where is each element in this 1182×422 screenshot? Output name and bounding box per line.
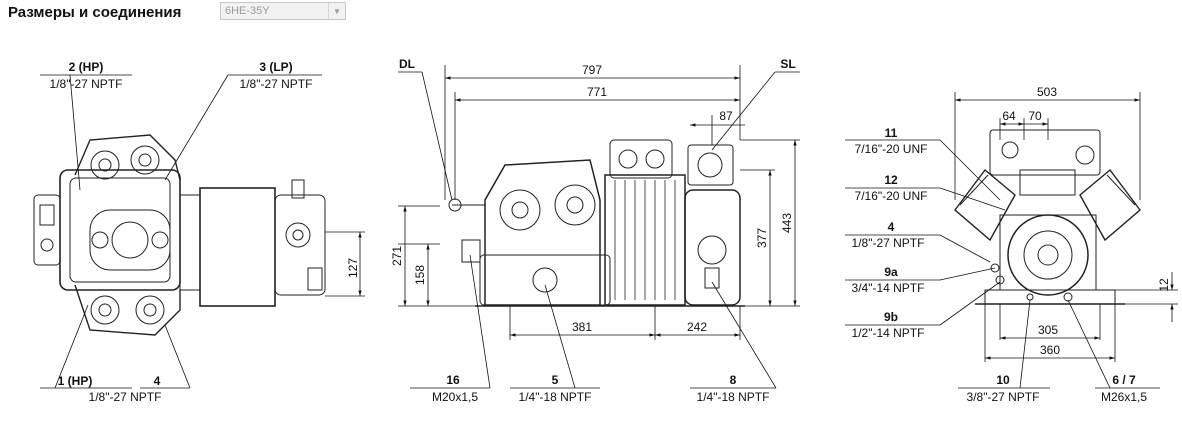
end-view [954,129,1141,305]
dim-377-label: 377 [755,228,769,248]
dim-443-label: 443 [780,213,794,233]
end-spec-12: 7/16"-20 UNF [855,189,928,203]
end-label-4: 4 [888,220,895,234]
side-dims [398,65,800,340]
side-spec-8: 1/4"-18 NPTF [697,390,770,404]
top-view [33,134,326,336]
top-spec-4: 1/8"-27 NPTF [89,390,162,404]
end-leaders [845,139,1160,389]
end-label-6-7: 6 / 7 [1112,373,1136,387]
top-label-1hp: 1 (HP) [58,374,93,388]
dim-12-label: 12 [1157,278,1171,292]
dim-305-label: 305 [1038,323,1058,337]
dim-158-label: 158 [413,265,427,285]
end-label-12: 12 [884,173,898,187]
model-select[interactable]: 6HE-35Y ▼ [220,2,346,20]
side-leaders [398,71,800,389]
dim-797-label: 797 [582,63,602,77]
top-spec-3lp: 1/8"-27 NPTF [240,77,313,91]
dim-360-label: 360 [1040,343,1060,357]
dim-127-label: 127 [346,258,360,278]
side-label-5: 5 [552,373,559,387]
dim-271-label: 271 [390,246,404,266]
side-label-8: 8 [730,373,737,387]
end-label-9b: 9b [884,310,898,324]
top-label-2hp: 2 (HP) [69,60,104,74]
top-spec-2hp: 1/8"-27 NPTF [50,77,123,91]
top-dim-127 [325,231,365,297]
end-spec-4: 1/8"-27 NPTF [852,236,925,250]
dim-771-label: 771 [587,85,607,99]
end-dims [954,92,1178,362]
side-spec-16: M20x1,5 [432,390,478,404]
side-label-16: 16 [446,373,460,387]
dim-381-label: 381 [572,320,592,334]
page-title: Размеры и соединения [8,3,182,21]
end-spec-9b: 1/2"-14 NPTF [852,326,925,340]
side-view [448,139,745,307]
side-label-dl: DL [399,57,415,71]
top-leaders [40,74,322,389]
side-label-sl: SL [780,57,795,71]
end-spec-6-7: M26x1,5 [1101,390,1147,404]
side-spec-5: 1/4"-18 NPTF [519,390,592,404]
dim-87-label: 87 [719,109,733,123]
page-header: Размеры и соединения [8,3,181,21]
end-spec-11: 7/16"-20 UNF [855,142,928,156]
end-label-11: 11 [885,126,898,140]
dim-70-label: 70 [1028,109,1042,123]
dim-64-label: 64 [1002,109,1016,123]
end-label-9a: 9a [884,265,898,279]
dim-503-label: 503 [1037,85,1057,99]
top-label-3lp: 3 (LP) [259,60,292,74]
end-spec-10: 3/8"-27 NPTF [967,390,1040,404]
top-label-4: 4 [154,374,161,388]
end-label-10: 10 [996,373,1010,387]
model-select-value: 6HE-35Y [225,5,270,17]
end-spec-9a: 3/4"-14 NPTF [852,281,925,295]
dim-242-label: 242 [687,320,707,334]
chevron-down-icon[interactable]: ▼ [328,3,345,19]
